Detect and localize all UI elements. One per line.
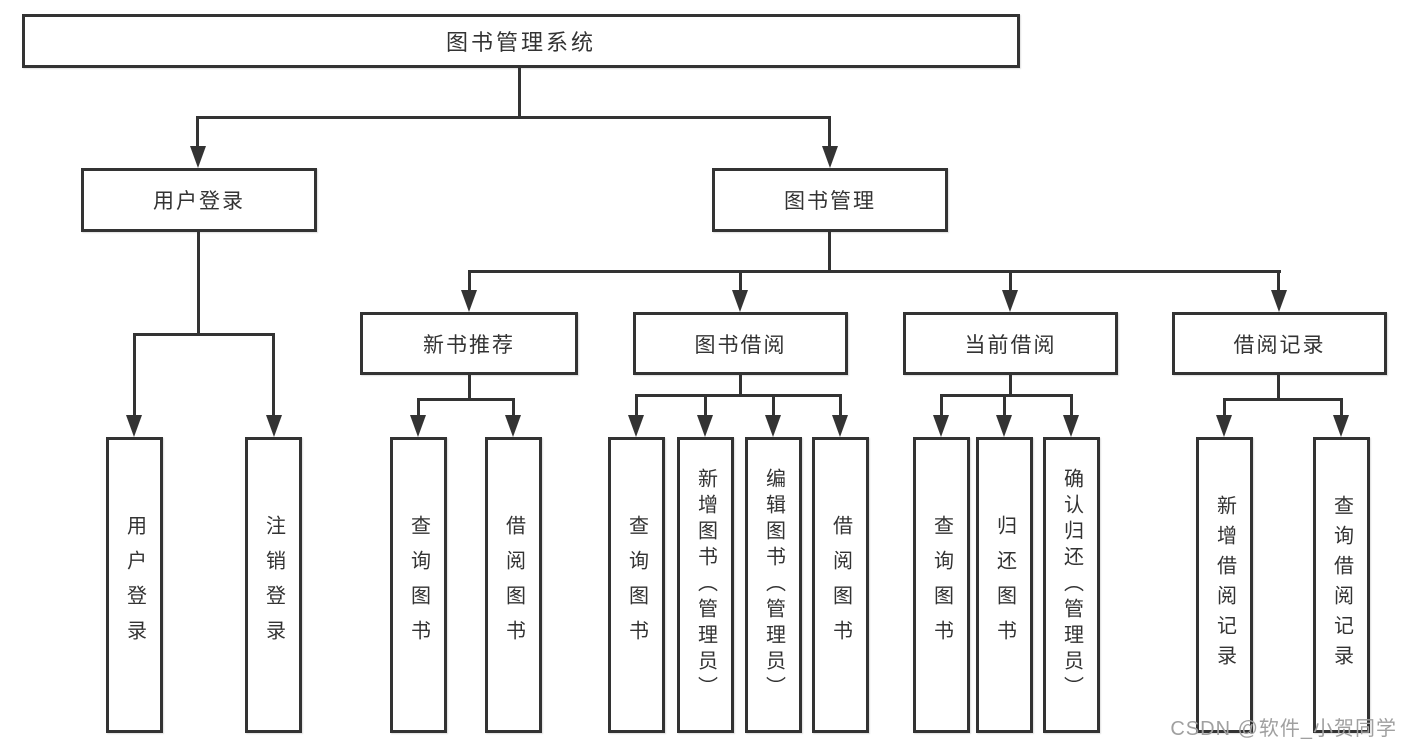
node-borrowing-records: 借阅记录	[1172, 312, 1387, 375]
arrow-down-icon	[765, 415, 781, 437]
arrow-down-icon	[933, 415, 949, 437]
connector-line	[1223, 398, 1343, 401]
connector-line	[196, 116, 831, 119]
node-label: 图书借阅	[694, 333, 787, 357]
leaf-logout: 注销登录	[245, 437, 302, 733]
leaf-query-books-borrow: 查询图书	[608, 437, 665, 733]
arrow-down-icon	[832, 415, 848, 437]
connector-line	[739, 375, 742, 397]
connector-line	[197, 232, 200, 335]
node-label: 查询图书	[625, 515, 648, 655]
node-label: 借阅记录	[1233, 333, 1326, 357]
connector-line	[1340, 398, 1343, 417]
connector-line	[635, 394, 638, 417]
leaf-query-borrow-record: 查询借阅记录	[1313, 437, 1370, 733]
leaf-query-books-current: 查询图书	[913, 437, 970, 733]
node-label: 图书管理	[784, 190, 876, 213]
arrow-down-icon	[1216, 415, 1232, 437]
node-label: 归还图书	[993, 515, 1016, 655]
node-label: 确认归还（管理员）	[1060, 468, 1083, 702]
connector-line	[1009, 270, 1012, 290]
connector-line	[1223, 398, 1226, 417]
node-library-management-system: 图书管理系统	[22, 14, 1020, 68]
connector-line	[839, 394, 842, 417]
node-label: 查询借阅记录	[1330, 495, 1353, 675]
connector-line	[512, 398, 515, 417]
connector-line	[635, 394, 842, 397]
arrow-down-icon	[410, 415, 426, 437]
node-label: 查询图书	[930, 515, 953, 655]
connector-line	[196, 116, 199, 148]
arrow-down-icon	[1271, 290, 1287, 312]
connector-line	[828, 232, 831, 273]
node-label: 新增图书（管理员）	[694, 468, 717, 702]
node-label: 当前借阅	[964, 333, 1057, 357]
arrow-down-icon	[190, 146, 206, 168]
node-label: 新增借阅记录	[1213, 495, 1236, 675]
connector-line	[1009, 375, 1012, 397]
connector-line	[828, 116, 831, 148]
arrow-down-icon	[1002, 290, 1018, 312]
node-label: 编辑图书（管理员）	[762, 468, 785, 702]
arrow-down-icon	[1333, 415, 1349, 437]
node-current-borrowing: 当前借阅	[903, 312, 1118, 375]
leaf-query-books-newbook: 查询图书	[390, 437, 447, 733]
leaf-add-borrow-record: 新增借阅记录	[1196, 437, 1253, 733]
connector-line	[1277, 270, 1280, 290]
arrow-down-icon	[822, 146, 838, 168]
arrow-down-icon	[732, 290, 748, 312]
node-user-login: 用户登录	[81, 168, 317, 232]
connector-line	[272, 333, 275, 417]
node-label: 注销登录	[262, 515, 285, 655]
leaf-borrow-books-borrow: 借阅图书	[812, 437, 869, 733]
node-label: 用户登录	[153, 190, 245, 213]
connector-line	[772, 394, 775, 417]
node-label: 查询图书	[407, 515, 430, 655]
arrow-down-icon	[126, 415, 142, 437]
connector-line	[417, 398, 420, 417]
node-book-management: 图书管理	[712, 168, 948, 232]
leaf-edit-books-admin: 编辑图书（管理员）	[745, 437, 802, 733]
connector-line	[133, 333, 136, 417]
arrow-down-icon	[1063, 415, 1079, 437]
connector-line	[133, 333, 275, 336]
leaf-borrow-books-newbook: 借阅图书	[485, 437, 542, 733]
arrow-down-icon	[697, 415, 713, 437]
node-label: 借阅图书	[829, 515, 852, 655]
leaf-user-login: 用户登录	[106, 437, 163, 733]
connector-line	[1070, 394, 1073, 417]
arrow-down-icon	[996, 415, 1012, 437]
node-label: 用户登录	[123, 515, 146, 655]
connector-line	[940, 394, 943, 417]
connector-line	[417, 398, 515, 401]
node-label: 图书管理系统	[445, 30, 596, 55]
node-book-borrowing: 图书借阅	[633, 312, 848, 375]
connector-line	[940, 394, 1073, 397]
leaf-confirm-return-admin: 确认归还（管理员）	[1043, 437, 1100, 733]
connector-line	[468, 270, 471, 290]
node-new-book-recommendation: 新书推荐	[360, 312, 578, 375]
node-label: 借阅图书	[502, 515, 525, 655]
arrow-down-icon	[628, 415, 644, 437]
node-label: 新书推荐	[423, 333, 515, 357]
connector-line	[1003, 394, 1006, 417]
connector-line	[1277, 375, 1280, 401]
arrow-down-icon	[266, 415, 282, 437]
connector-line	[468, 375, 471, 401]
connector-line	[739, 270, 742, 290]
csdn-watermark: CSDN @软件_小贺同学	[1170, 718, 1397, 740]
arrow-down-icon	[461, 290, 477, 312]
connector-line	[518, 68, 521, 118]
leaf-add-books-admin: 新增图书（管理员）	[677, 437, 734, 733]
arrow-down-icon	[505, 415, 521, 437]
leaf-return-books: 归还图书	[976, 437, 1033, 733]
connector-line	[468, 270, 1281, 273]
connector-line	[704, 394, 707, 417]
